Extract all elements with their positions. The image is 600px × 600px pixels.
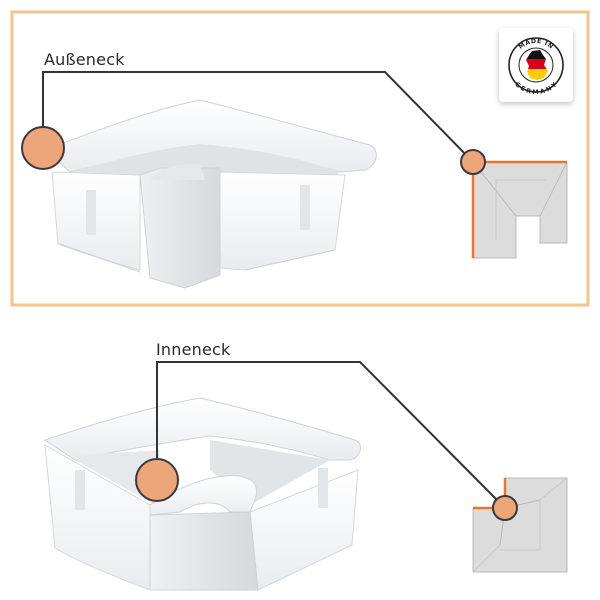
inner-marker-circle [135, 458, 179, 502]
outer-corner-label: Außeneck [44, 50, 125, 69]
inner-corner-diagram [472, 477, 568, 573]
badge-text-bottom: GERMANY [513, 81, 558, 96]
inner-corner-label: Inneneck [156, 340, 231, 359]
outer-label-leader [42, 71, 474, 163]
made-in-germany-badge: MADE IN GERMANY [499, 28, 573, 102]
inner-corner-gutter-image [43, 397, 361, 591]
outer-marker-circle [21, 126, 65, 170]
outer-corner-frame [10, 10, 590, 307]
inner-label-leader [156, 361, 506, 509]
outer-corner-diagram [460, 149, 568, 259]
svg-text:GERMANY: GERMANY [513, 81, 558, 96]
outer-corner-gutter-image [44, 99, 377, 289]
germany-map-icon [526, 50, 548, 80]
